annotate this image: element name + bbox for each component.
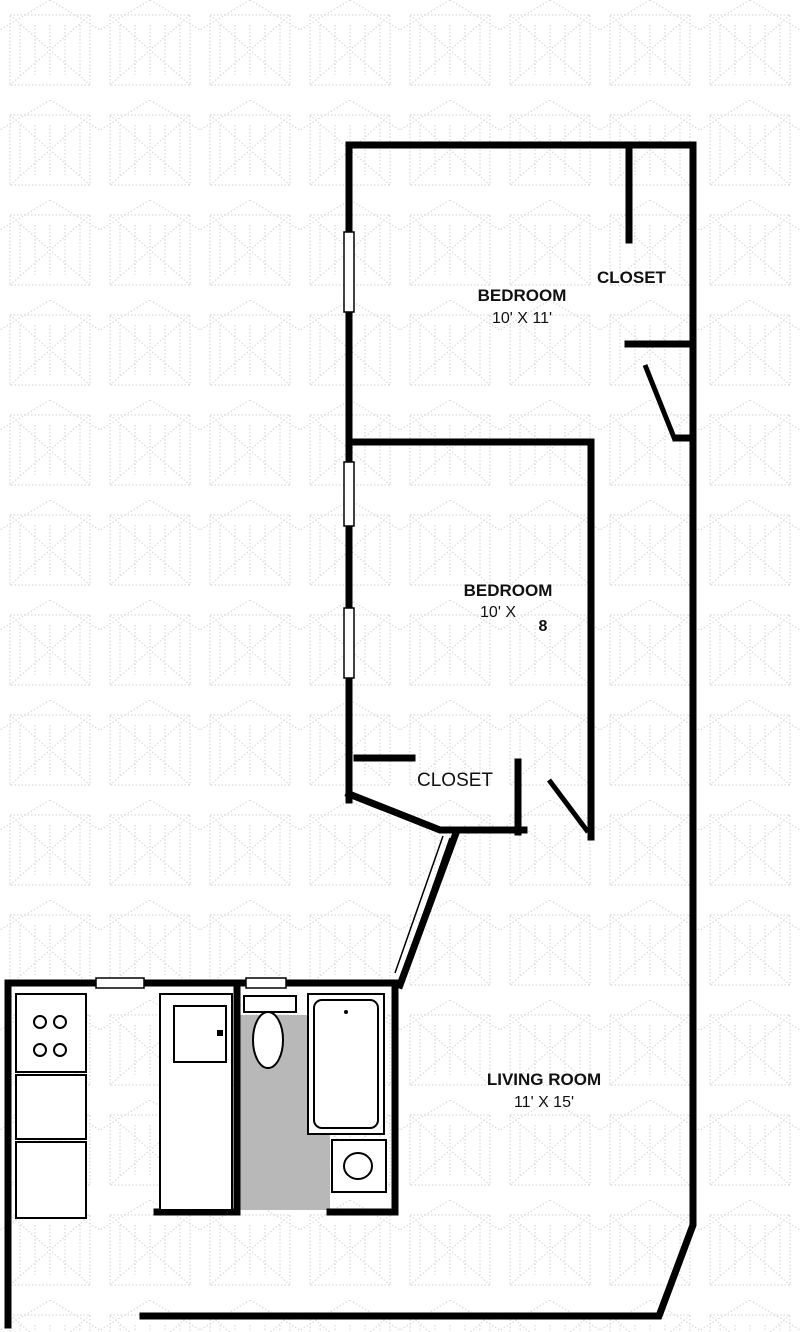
windows xyxy=(95,231,451,989)
burner-icon xyxy=(53,1015,67,1029)
bedroom-top-dims: 10' X 11' xyxy=(492,310,552,327)
burner-icon xyxy=(53,1043,67,1057)
counter xyxy=(15,1074,87,1140)
bedroom-mid-label: BEDROOM xyxy=(464,581,553,600)
refrigerator xyxy=(15,1141,87,1219)
doors xyxy=(547,364,678,834)
closet-top-label: CLOSET xyxy=(597,268,667,287)
stove xyxy=(15,993,87,1073)
bedroom-top-label: BEDROOM xyxy=(478,286,567,305)
living-room-label: LIVING ROOM xyxy=(487,1070,601,1089)
burner-icon xyxy=(33,1043,47,1057)
living-room-dims: 11' X 15' xyxy=(514,1094,574,1111)
bedroom-mid-dims: 10' X xyxy=(480,604,516,621)
toilet-tank xyxy=(243,995,297,1013)
bathroom xyxy=(243,993,387,1193)
closet-mid-label: CLOSET xyxy=(417,770,493,791)
burner-icon xyxy=(33,1015,47,1029)
kitchen xyxy=(15,993,233,1219)
toilet-bowl xyxy=(252,1011,284,1069)
bedroom-mid-dims-suffix: 8 xyxy=(539,618,548,635)
